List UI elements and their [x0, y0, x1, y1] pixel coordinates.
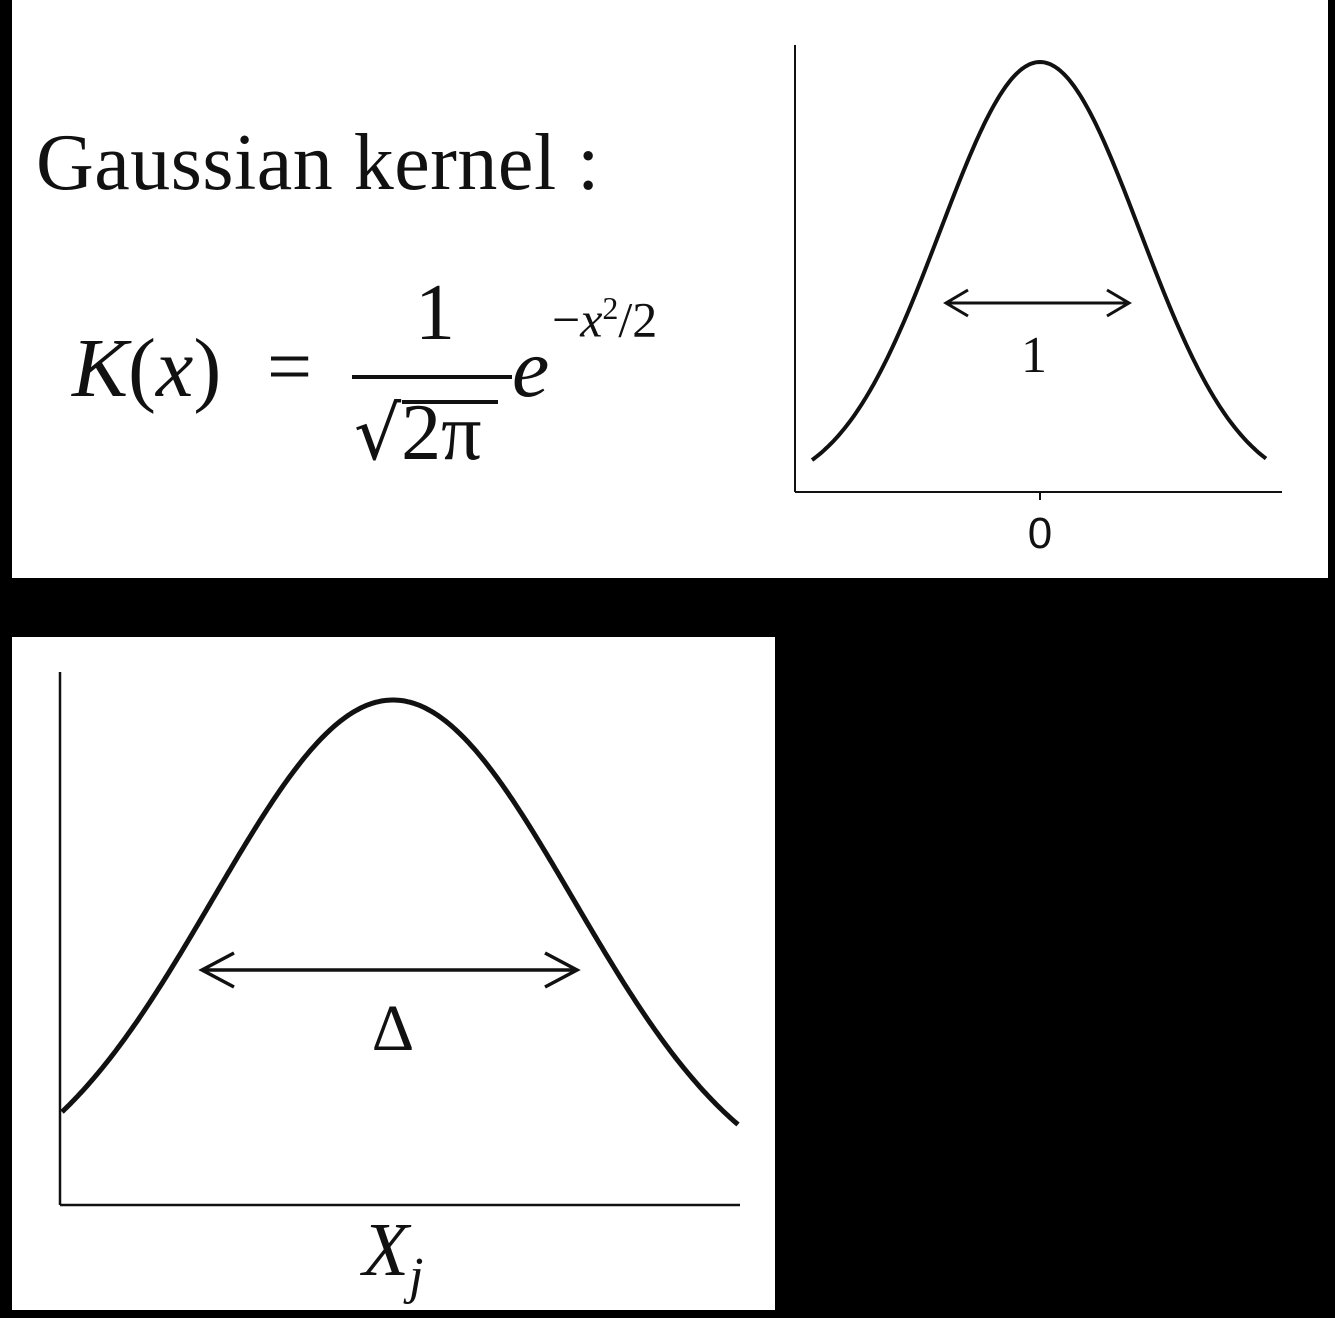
bottom-arrow-right-head [544, 951, 581, 989]
top-width-label: 1 [1021, 327, 1047, 384]
exponent-power: 2 [602, 290, 619, 326]
formula-exponent: −x2/2 [552, 290, 657, 349]
exponent-sign: − [552, 291, 581, 348]
top-arrow-left-head [943, 288, 969, 318]
kernel-title: Gaussian kernel : [36, 119, 600, 207]
radical-overline [402, 400, 498, 404]
exponent-variable: x [580, 291, 603, 348]
bottom-panel: Δ Xj [12, 637, 775, 1310]
formula-denominator: √2π [354, 388, 498, 479]
top-arrow-right-head [1106, 288, 1132, 318]
formula-equals: = [267, 323, 313, 411]
top-kernel-plot: 1 0 [794, 45, 1282, 558]
radical-sign: √ [354, 391, 402, 477]
bottom-kernel-plot: Δ Xj [58, 672, 740, 1305]
bottom-x-label-main: X [360, 1208, 412, 1292]
bottom-gaussian-curve [60, 697, 740, 1127]
formula-lhs: K(x) [72, 322, 222, 415]
fraction-bar [352, 375, 512, 379]
bottom-x-label: Xj [360, 1208, 424, 1305]
exponent-divisor: /2 [618, 291, 658, 348]
formula-base: e [512, 322, 550, 415]
kernel-formula: K(x) = 1 √2π e −x2/2 [72, 269, 772, 490]
bottom-width-label: Δ [372, 992, 414, 1065]
top-panel: Gaussian kernel : K(x) = 1 √2π e −x2/2 1… [12, 0, 1328, 578]
bottom-x-label-sub: j [403, 1248, 423, 1305]
formula-numerator: 1 [415, 269, 455, 357]
top-gaussian-curve [810, 59, 1268, 462]
formula-function: K [72, 322, 129, 415]
bottom-arrow-left-head [198, 951, 235, 989]
top-x-tick-label: 0 [1028, 509, 1052, 558]
formula-variable: x [156, 322, 194, 415]
